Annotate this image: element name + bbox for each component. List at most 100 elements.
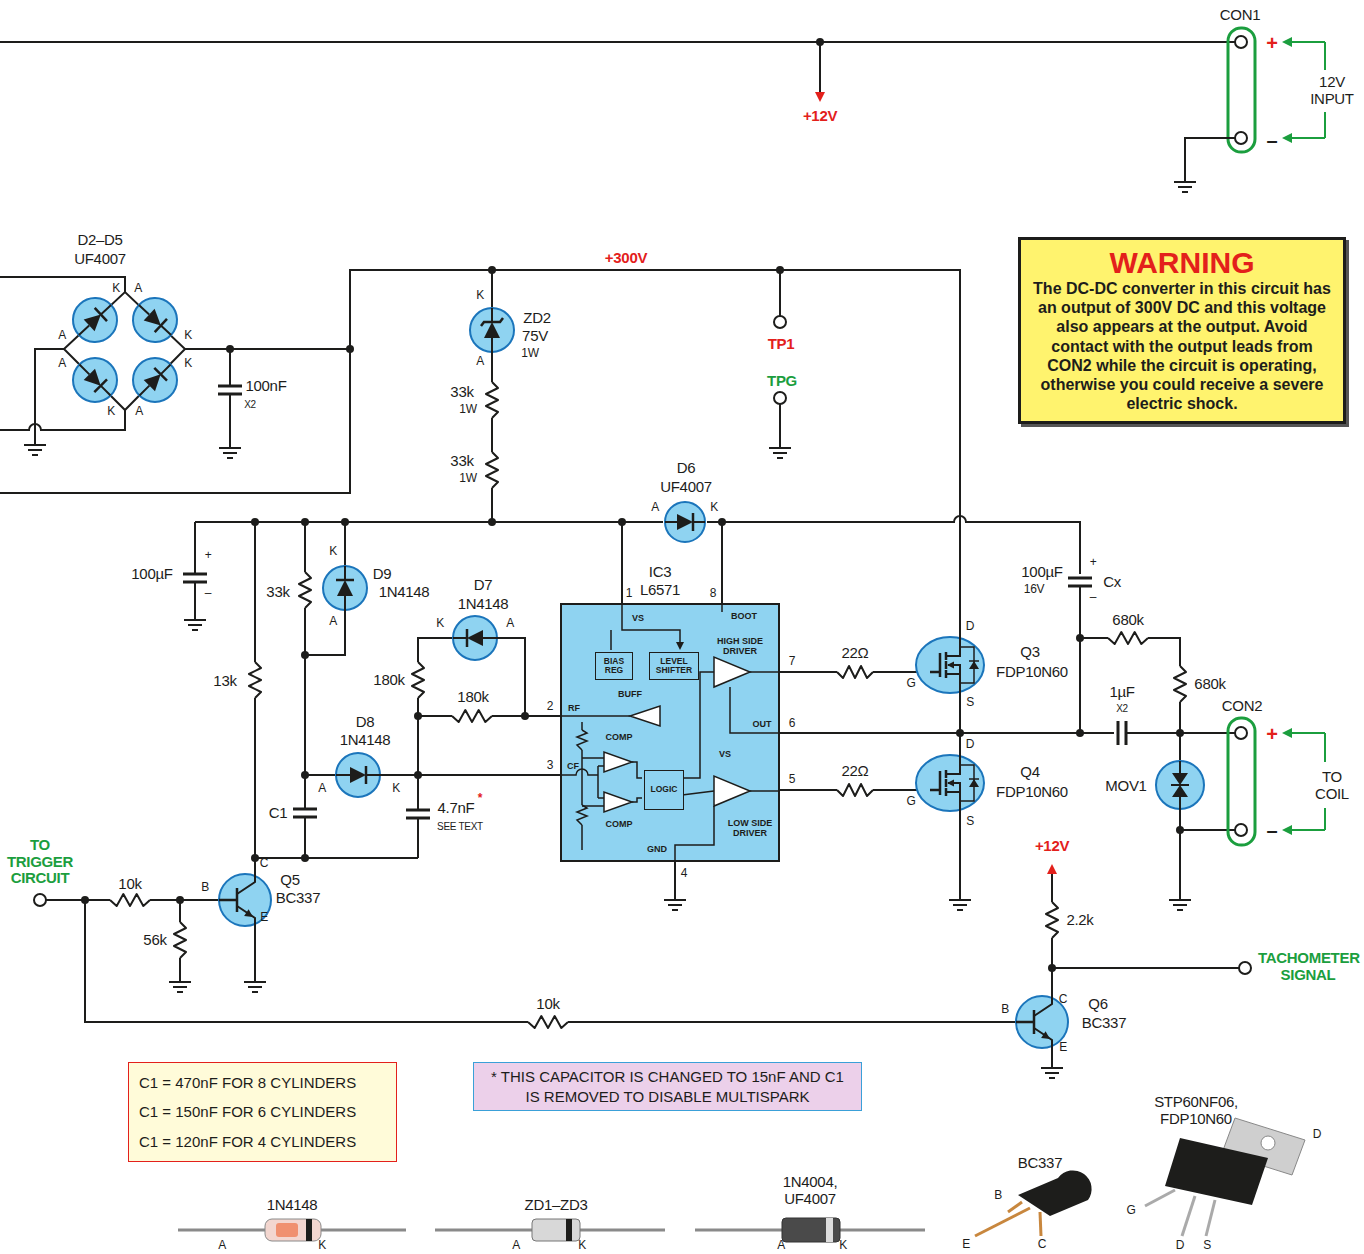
- ic-wire: [611, 603, 722, 650]
- node-text: LOW SIDE DRIVER: [721, 819, 779, 839]
- component-label: 100µF: [131, 566, 172, 583]
- component-label: B: [1001, 1003, 1009, 1016]
- component-label: C: [1038, 1238, 1046, 1251]
- component-label: 33k: [266, 584, 289, 601]
- wire: [819, 42, 821, 92]
- wire: [1040, 1212, 1041, 1236]
- node-text: The DC-DC converter in this circuit has …: [1029, 279, 1335, 413]
- component-label: X2: [244, 399, 256, 410]
- capacitor-symbol: [406, 810, 430, 818]
- diode-symbol: [336, 753, 380, 797]
- warning-box: WARNINGThe DC-DC converter in this circu…: [1018, 237, 1346, 424]
- component-label: 22Ω: [842, 763, 869, 780]
- component-label: 56k: [143, 932, 166, 949]
- diode-bar: [365, 766, 368, 784]
- wire: [344, 522, 346, 566]
- component-label: D: [1176, 1239, 1184, 1252]
- arrowhead: [1047, 864, 1057, 874]
- node-text: * THIS CAPACITOR IS CHANGED TO 15nF AND …: [482, 1067, 853, 1106]
- node-text: WARNING: [1029, 246, 1335, 279]
- component-label: S: [1203, 1239, 1211, 1252]
- component-label: +: [205, 549, 212, 562]
- ic-amplifier: [604, 752, 632, 772]
- diode-bar: [336, 579, 354, 582]
- ic-wire: [675, 687, 780, 862]
- component-label: ZD2: [523, 310, 550, 327]
- component-label: A: [218, 1239, 226, 1252]
- junction-dot: [521, 712, 529, 720]
- component-label: UF4007: [660, 479, 712, 496]
- ic-package: VSBOOTHIGH SIDE DRIVERBUFFRFOUTCFCOMPCOM…: [560, 603, 780, 862]
- junction-dot: [301, 854, 309, 862]
- component-label: S: [966, 696, 974, 709]
- wire: [195, 516, 1080, 574]
- diode-triangle: [144, 369, 167, 392]
- diode-lead: [79, 364, 110, 395]
- component-label: UF4007: [74, 251, 126, 268]
- component-label: 8: [710, 587, 716, 600]
- diode-body: [323, 566, 367, 610]
- ic-wire: [560, 715, 630, 717]
- wire: [975, 1208, 1030, 1236]
- component-label: K: [112, 282, 120, 295]
- wire: [0, 410, 125, 430]
- transistor-base: [1016, 1010, 1034, 1034]
- glass-diode-body: [265, 1219, 321, 1241]
- mosfet-line: [969, 778, 979, 780]
- body-diode: [969, 779, 979, 787]
- wire: [418, 715, 452, 717]
- ground-symbol: [244, 982, 266, 992]
- resistor-symbol: [299, 572, 311, 608]
- wire: [1148, 638, 1180, 666]
- transistor-leads: [237, 874, 255, 926]
- wire: [721, 522, 723, 603]
- mosfet-line: [930, 771, 940, 795]
- wire: [179, 958, 181, 982]
- diode-lead: [79, 305, 111, 335]
- resistor-symbol: [174, 922, 186, 958]
- wire: [1292, 732, 1325, 734]
- ground-symbol: [769, 448, 791, 458]
- wire: [304, 817, 306, 858]
- diode-triangle: [350, 767, 366, 783]
- node-text: VS: [719, 750, 731, 760]
- node-text: BIAS REG: [597, 657, 631, 676]
- component-label: 2: [547, 700, 553, 713]
- mosfet-body: [916, 755, 984, 811]
- terminal: [1235, 36, 1247, 48]
- component-label: +: [1266, 723, 1277, 745]
- arrowhead: [1282, 133, 1292, 143]
- component-label: –: [1267, 819, 1278, 841]
- component-label: D2–D5: [77, 232, 122, 249]
- wire: [1079, 586, 1081, 733]
- component-label: A: [476, 355, 484, 368]
- terminal: [774, 392, 786, 404]
- varistor-body: [1156, 761, 1204, 809]
- arrowhead: [947, 662, 954, 669]
- component-label: BC337: [276, 890, 320, 907]
- node-text: C1 = 120nF FOR 4 CYLINDERS: [139, 1127, 386, 1156]
- wire: [0, 41, 1235, 43]
- node-text: GND: [647, 845, 667, 855]
- resistor-symbol: [1108, 632, 1148, 644]
- component-label: +: [1090, 556, 1097, 569]
- resistor-symbol: [528, 1016, 568, 1028]
- wire: [1324, 733, 1326, 762]
- component-label: MOV1: [1105, 778, 1146, 795]
- terminal: [1235, 132, 1247, 144]
- component-label: BC337: [1018, 1155, 1062, 1172]
- component-label: +: [1266, 32, 1277, 54]
- wire: [1179, 702, 1181, 761]
- diode-bar: [466, 629, 469, 647]
- ic-block: LEVEL SHIFTER: [649, 652, 699, 680]
- junction-dot: [488, 518, 496, 526]
- component-label: 10k: [536, 996, 559, 1013]
- wire: [1051, 1048, 1053, 1068]
- wire: [1145, 1190, 1175, 1206]
- component-label: G: [906, 795, 915, 808]
- component-label: B: [994, 1189, 1002, 1202]
- wire: [0, 277, 125, 292]
- component-label: D: [1313, 1128, 1321, 1141]
- component-label: 16V: [1024, 583, 1044, 596]
- arrowhead: [1282, 728, 1292, 738]
